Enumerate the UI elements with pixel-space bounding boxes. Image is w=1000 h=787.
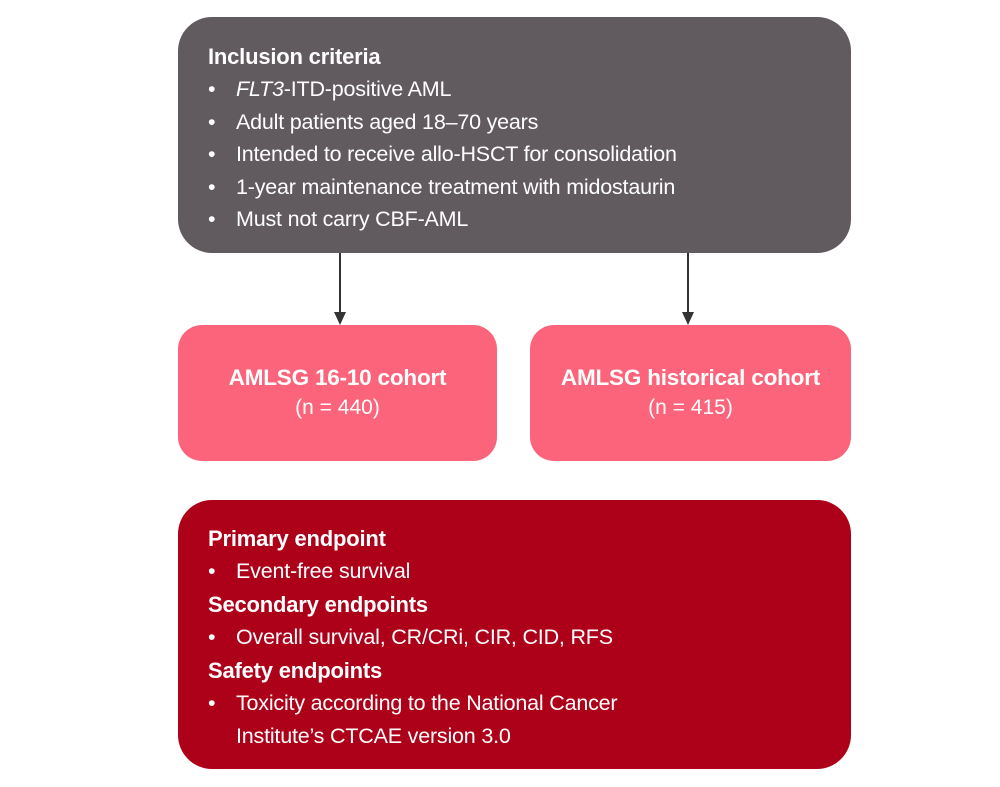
- bullet-icon: •: [208, 691, 216, 715]
- inclusion-criteria-box: Inclusion criteria • FLT3-ITD-positive AM…: [178, 17, 851, 253]
- safety-endpoints-heading: Safety endpoints: [208, 658, 383, 683]
- safety-endpoints-list: • Toxicity according to the National Canc…: [208, 687, 851, 753]
- bullet-icon: •: [208, 77, 216, 101]
- list-item: • Event-free survival: [208, 555, 851, 588]
- primary-endpoint-heading: Primary endpoint: [208, 526, 386, 551]
- cohort-box-historical: AMLSG historical cohort (n = 415): [530, 325, 851, 461]
- list-item-text: -ITD-positive AML: [283, 77, 452, 101]
- arrow-to-right-cohort: [687, 253, 689, 315]
- list-item-text: Event-free survival: [236, 559, 411, 583]
- cohort-name: AMLSG historical cohort: [560, 365, 821, 390]
- bullet-icon: •: [208, 174, 216, 199]
- list-item-text: Overall survival, CR/CRi, CIR, CID, RFS: [236, 625, 613, 649]
- inclusion-criteria-list: • FLT3-ITD-positive AML • Adult patients a…: [208, 73, 851, 236]
- list-item-text: Adult patients aged 18–70 years: [236, 109, 539, 134]
- list-item: • 1-year maintenance treatment with midos…: [208, 171, 851, 204]
- cohort-name: AMLSG 16-10 cohort: [228, 365, 447, 390]
- bullet-icon: •: [208, 207, 216, 231]
- bullet-icon: •: [208, 625, 216, 649]
- arrow-head-icon: [682, 312, 694, 325]
- secondary-endpoints-list: • Overall survival, CR/CRi, CIR, CID, RFS: [208, 621, 851, 654]
- list-item: • Adult patients aged 18–70 years: [208, 106, 851, 139]
- list-item: • Intended to receive allo-HSCT for conso…: [208, 138, 851, 171]
- arrow-head-icon: [334, 312, 346, 325]
- arrow-to-left-cohort: [339, 253, 341, 315]
- bullet-icon: •: [208, 109, 216, 134]
- list-item: • Overall survival, CR/CRi, CIR, CID, RFS: [208, 621, 851, 654]
- list-item-text: Intended to receive allo-HSCT for consol…: [236, 142, 677, 166]
- list-item: • Must not carry CBF-AML: [208, 203, 851, 236]
- list-item: • Toxicity according to the National Canc…: [208, 687, 851, 753]
- bullet-icon: •: [208, 559, 216, 583]
- list-item: • FLT3-ITD-positive AML: [208, 73, 851, 106]
- list-item-text: Must not carry CBF-AML: [236, 207, 469, 231]
- gene-name: FLT3: [236, 77, 284, 101]
- endpoints-box: Primary endpoint • Event-free survival Se…: [178, 500, 851, 769]
- bullet-icon: •: [208, 142, 216, 166]
- list-item-text: Toxicity according to the National Cance…: [236, 691, 618, 715]
- cohort-size: (n = 440): [295, 396, 380, 419]
- primary-endpoint-list: • Event-free survival: [208, 555, 851, 588]
- inclusion-criteria-heading: Inclusion criteria: [208, 44, 381, 69]
- list-item-text-continued: Institute’s CTCAE version 3.0: [236, 724, 511, 748]
- list-item-text: 1-year maintenance treatment with midost…: [236, 174, 676, 199]
- cohort-size: (n = 415): [648, 396, 733, 419]
- cohort-box-amlsg-16-10: AMLSG 16-10 cohort (n = 440): [178, 325, 497, 461]
- secondary-endpoints-heading: Secondary endpoints: [208, 592, 428, 617]
